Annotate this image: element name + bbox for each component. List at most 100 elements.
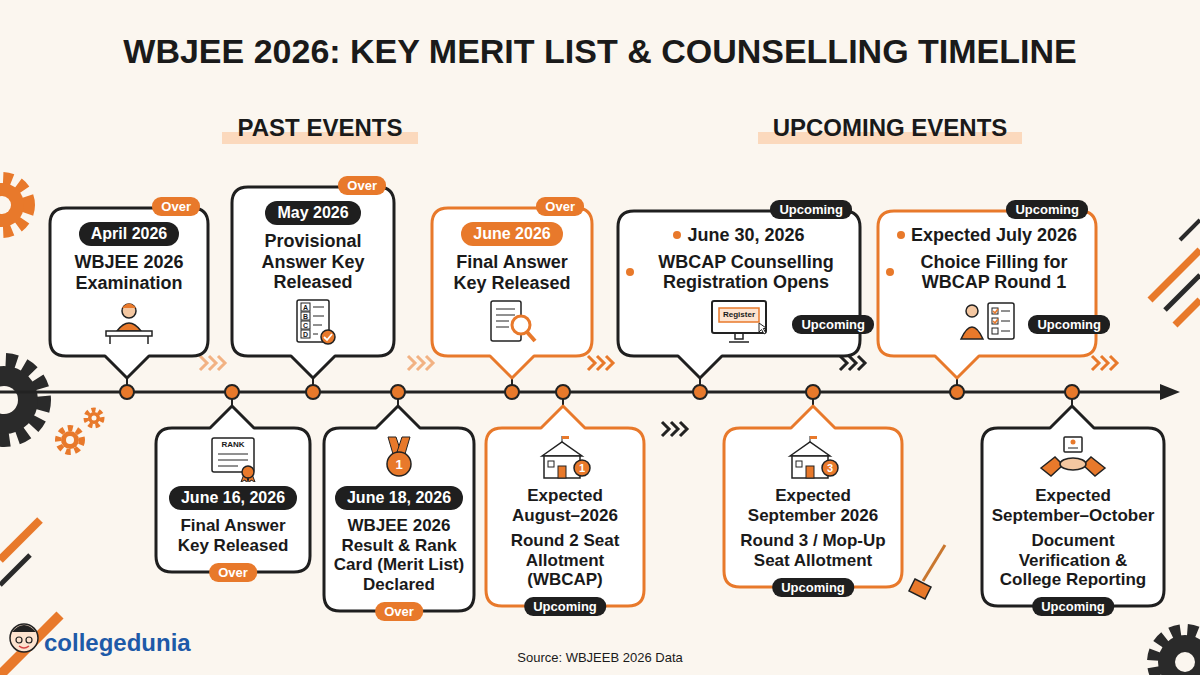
box-content: 1Expected August–2026Round 2 Seat Allotm…: [486, 406, 644, 606]
box-shape: [324, 406, 474, 611]
bullet-dot: [673, 231, 681, 239]
event-text: Round 2 Seat Allotment (WBCAP): [494, 531, 636, 590]
body-row: Choice Filling for WBCAP Round 1: [886, 252, 1088, 293]
timeline-box: May 2026Provisional Answer Key ReleasedA…: [232, 187, 394, 378]
source-note: Source: WBJEEB 2026 Data: [517, 650, 682, 665]
date-pill: May 2026: [265, 201, 360, 225]
date-heading: Expected September–October: [990, 486, 1156, 525]
header-row: Expected July 2026: [897, 225, 1077, 246]
section-heading: PAST EVENTS: [238, 114, 403, 142]
event-text: Final Answer Key Released: [164, 516, 302, 555]
icon: Register: [704, 299, 774, 345]
date-heading: Expected July 2026: [911, 225, 1077, 246]
status-badge: Over: [338, 176, 386, 195]
header-row: June 30, 2026: [673, 225, 804, 246]
timeline-box: Expected July 2026Choice Filling for WBC…: [878, 211, 1096, 378]
event-text: Round 3 / Mop-Up Seat Allotment: [732, 531, 894, 570]
date-heading: Expected August–2026: [494, 486, 636, 525]
icon-label: RANK: [212, 441, 254, 449]
icon-art: [1038, 436, 1108, 482]
diagram-title: WBJEE 2026: KEY MERIT LIST & COUNSELLING…: [123, 32, 1076, 71]
box-content: April 2026WBJEE 2026 Examination: [50, 208, 208, 377]
bullet-dot: [626, 268, 634, 276]
icon-art: [94, 299, 164, 345]
icon-art: [477, 299, 547, 345]
bullet-dot: [886, 268, 894, 276]
icon-label: D: [301, 331, 310, 338]
status-badge: Upcoming: [770, 200, 852, 219]
icon-label: 1: [393, 458, 405, 471]
box-content: RANK June 16, 2026Final Answer Key Releas…: [156, 406, 310, 571]
status-badge: Upcoming: [772, 578, 854, 597]
date-heading: June 30, 2026: [687, 225, 804, 246]
icon-label: C: [301, 322, 310, 329]
timeline-box: April 2026WBJEE 2026 ExaminationOver: [50, 208, 208, 378]
event-text: Choice Filling for WBCAP Round 1: [900, 252, 1088, 293]
icon: [477, 299, 547, 345]
box-shape: [50, 208, 208, 378]
icon-label: Register: [719, 311, 759, 319]
timeline-box: Expected September–OctoberDocument Verif…: [982, 406, 1164, 606]
date-pill: June 2026: [461, 222, 562, 246]
date-pill: June 16, 2026: [169, 486, 297, 510]
timeline-box: RANK June 16, 2026Final Answer Key Releas…: [156, 406, 310, 572]
event-text: Provisional Answer Key Released: [240, 231, 386, 293]
box-shape: [486, 406, 644, 606]
box-shape: [232, 187, 394, 378]
icon-art: [530, 436, 600, 482]
status-badge: Over: [375, 602, 423, 621]
box-shape: [878, 211, 1096, 378]
status-badge: Upcoming: [524, 597, 606, 616]
box-shape: [982, 406, 1164, 606]
icon-label: 3: [824, 463, 836, 474]
status-badge: Upcoming: [1006, 200, 1088, 219]
icon: 1: [364, 436, 434, 482]
icon: 1: [530, 436, 600, 482]
box-content: Expected September–OctoberDocument Verif…: [982, 406, 1164, 606]
box-content: June 30, 2026WBCAP Counselling Registrat…: [618, 211, 860, 377]
icon-label: B: [301, 313, 310, 320]
box-content: 1June 18, 2026WBJEE 2026 Result & Rank C…: [324, 406, 474, 610]
icon: 3: [778, 436, 848, 482]
event-text: WBJEE 2026 Result & Rank Card (Merit Lis…: [332, 516, 466, 594]
box-content: June 2026Final Answer Key Released: [432, 208, 592, 377]
status-badge: Over: [152, 197, 200, 216]
icon-art: [278, 299, 348, 345]
brand-logo: collegedunia: [44, 629, 191, 657]
date-pill: April 2026: [79, 222, 179, 246]
timeline-box: 1June 18, 2026WBJEE 2026 Result & Rank C…: [324, 406, 474, 611]
icon-art: [778, 436, 848, 482]
event-text: Final Answer Key Released: [440, 252, 584, 293]
box-content: May 2026Provisional Answer Key ReleasedA…: [232, 187, 394, 377]
status-badge: Over: [536, 197, 584, 216]
timeline-box: 1Expected August–2026Round 2 Seat Allotm…: [486, 406, 644, 606]
icon: RANK: [198, 436, 268, 482]
icon-label: 1: [576, 463, 588, 474]
event-text: Document Verification & College Reportin…: [990, 531, 1156, 590]
status-badge: Upcoming: [1032, 597, 1114, 616]
bullet-dot: [897, 231, 905, 239]
box-content: Expected July 2026Choice Filling for WBC…: [878, 211, 1096, 377]
timeline-box: June 30, 2026WBCAP Counselling Registrat…: [618, 211, 860, 378]
icon: [1038, 436, 1108, 482]
icon: [952, 299, 1022, 345]
date-pill: June 18, 2026: [335, 486, 463, 510]
icon-art: [952, 299, 1022, 345]
timeline-box: 3Expected September 2026Round 3 / Mop-Up…: [724, 406, 902, 587]
status-badge: Over: [209, 563, 257, 582]
icon: ABCD: [278, 299, 348, 345]
icon: [94, 299, 164, 345]
body-row: WBCAP Counselling Registration Opens: [626, 252, 852, 293]
box-shape: [724, 406, 902, 587]
section-heading: UPCOMING EVENTS: [773, 114, 1008, 142]
status-badge: Upcoming: [792, 315, 874, 334]
box-shape: [618, 211, 860, 378]
icon-label: A: [301, 304, 310, 311]
status-badge: Upcoming: [1028, 315, 1110, 334]
box-content: 3Expected September 2026Round 3 / Mop-Up…: [724, 406, 902, 586]
timeline-box: June 2026Final Answer Key ReleasedOver: [432, 208, 592, 378]
event-text: WBCAP Counselling Registration Opens: [640, 252, 852, 293]
box-shape: [156, 406, 310, 572]
date-heading: Expected September 2026: [732, 486, 894, 525]
